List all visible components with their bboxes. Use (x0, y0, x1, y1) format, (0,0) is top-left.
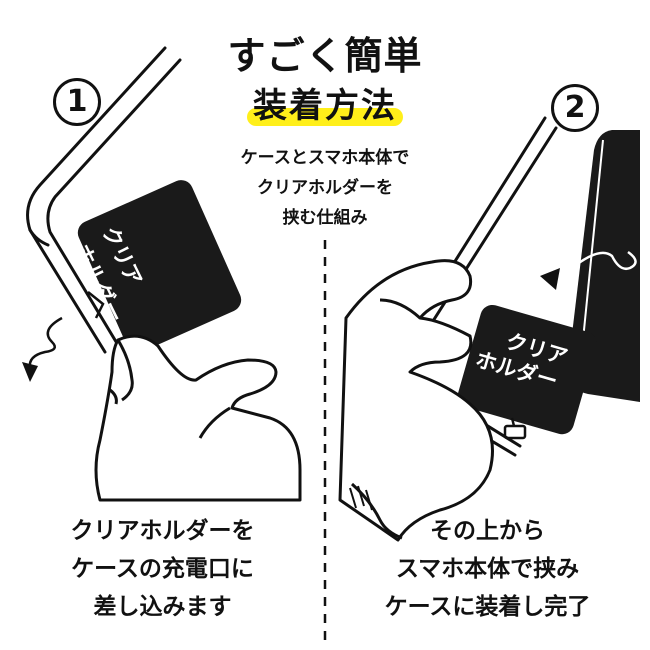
strap-clip-right (503, 424, 527, 440)
clear-holder-card-left (77, 180, 242, 353)
description-line-2: クリアホルダーを (257, 178, 393, 198)
step-2-caption-line-2: スマホ本体で挟み (395, 556, 580, 582)
step-1-number: 1 (53, 78, 101, 126)
subtitle-wrap: 装着方法 (0, 86, 650, 126)
subtitle-text: 装着方法 (253, 86, 397, 126)
step-1-caption-line-2: ケースの充電口に (71, 556, 254, 582)
page-title: すごく簡単 (227, 34, 423, 78)
arrow-left (28, 316, 63, 369)
arrow-right (571, 250, 637, 270)
step-1-caption-line-1: クリアホルダーを (70, 518, 255, 544)
step-2-number: 2 (551, 84, 599, 132)
description-line-3: 挟む仕組み (282, 208, 368, 228)
step-1-caption-line-3: 差し込みます (93, 594, 232, 620)
hand-right (338, 259, 494, 542)
step-2-caption: その上から スマホ本体で挟み ケースに装着し完了 (325, 512, 650, 626)
phone-case-left (26, 46, 182, 354)
description: ケースとスマホ本体で クリアホルダーを 挟む仕組み (0, 143, 650, 233)
hand-left (94, 334, 302, 502)
clear-holder-card-right (457, 304, 597, 435)
step-2-caption-line-1: その上から (430, 518, 545, 544)
description-line-1: ケースとスマホ本体で (240, 148, 410, 168)
arrow-head-right (540, 268, 560, 290)
arrow-head-left (22, 362, 38, 382)
strap-loop-left (87, 291, 105, 319)
subtitle: 装着方法 (247, 86, 403, 126)
step-2-caption-line-3: ケースに装着し完了 (384, 594, 591, 620)
step-1-caption: クリアホルダーを ケースの充電口に 差し込みます (0, 512, 325, 626)
